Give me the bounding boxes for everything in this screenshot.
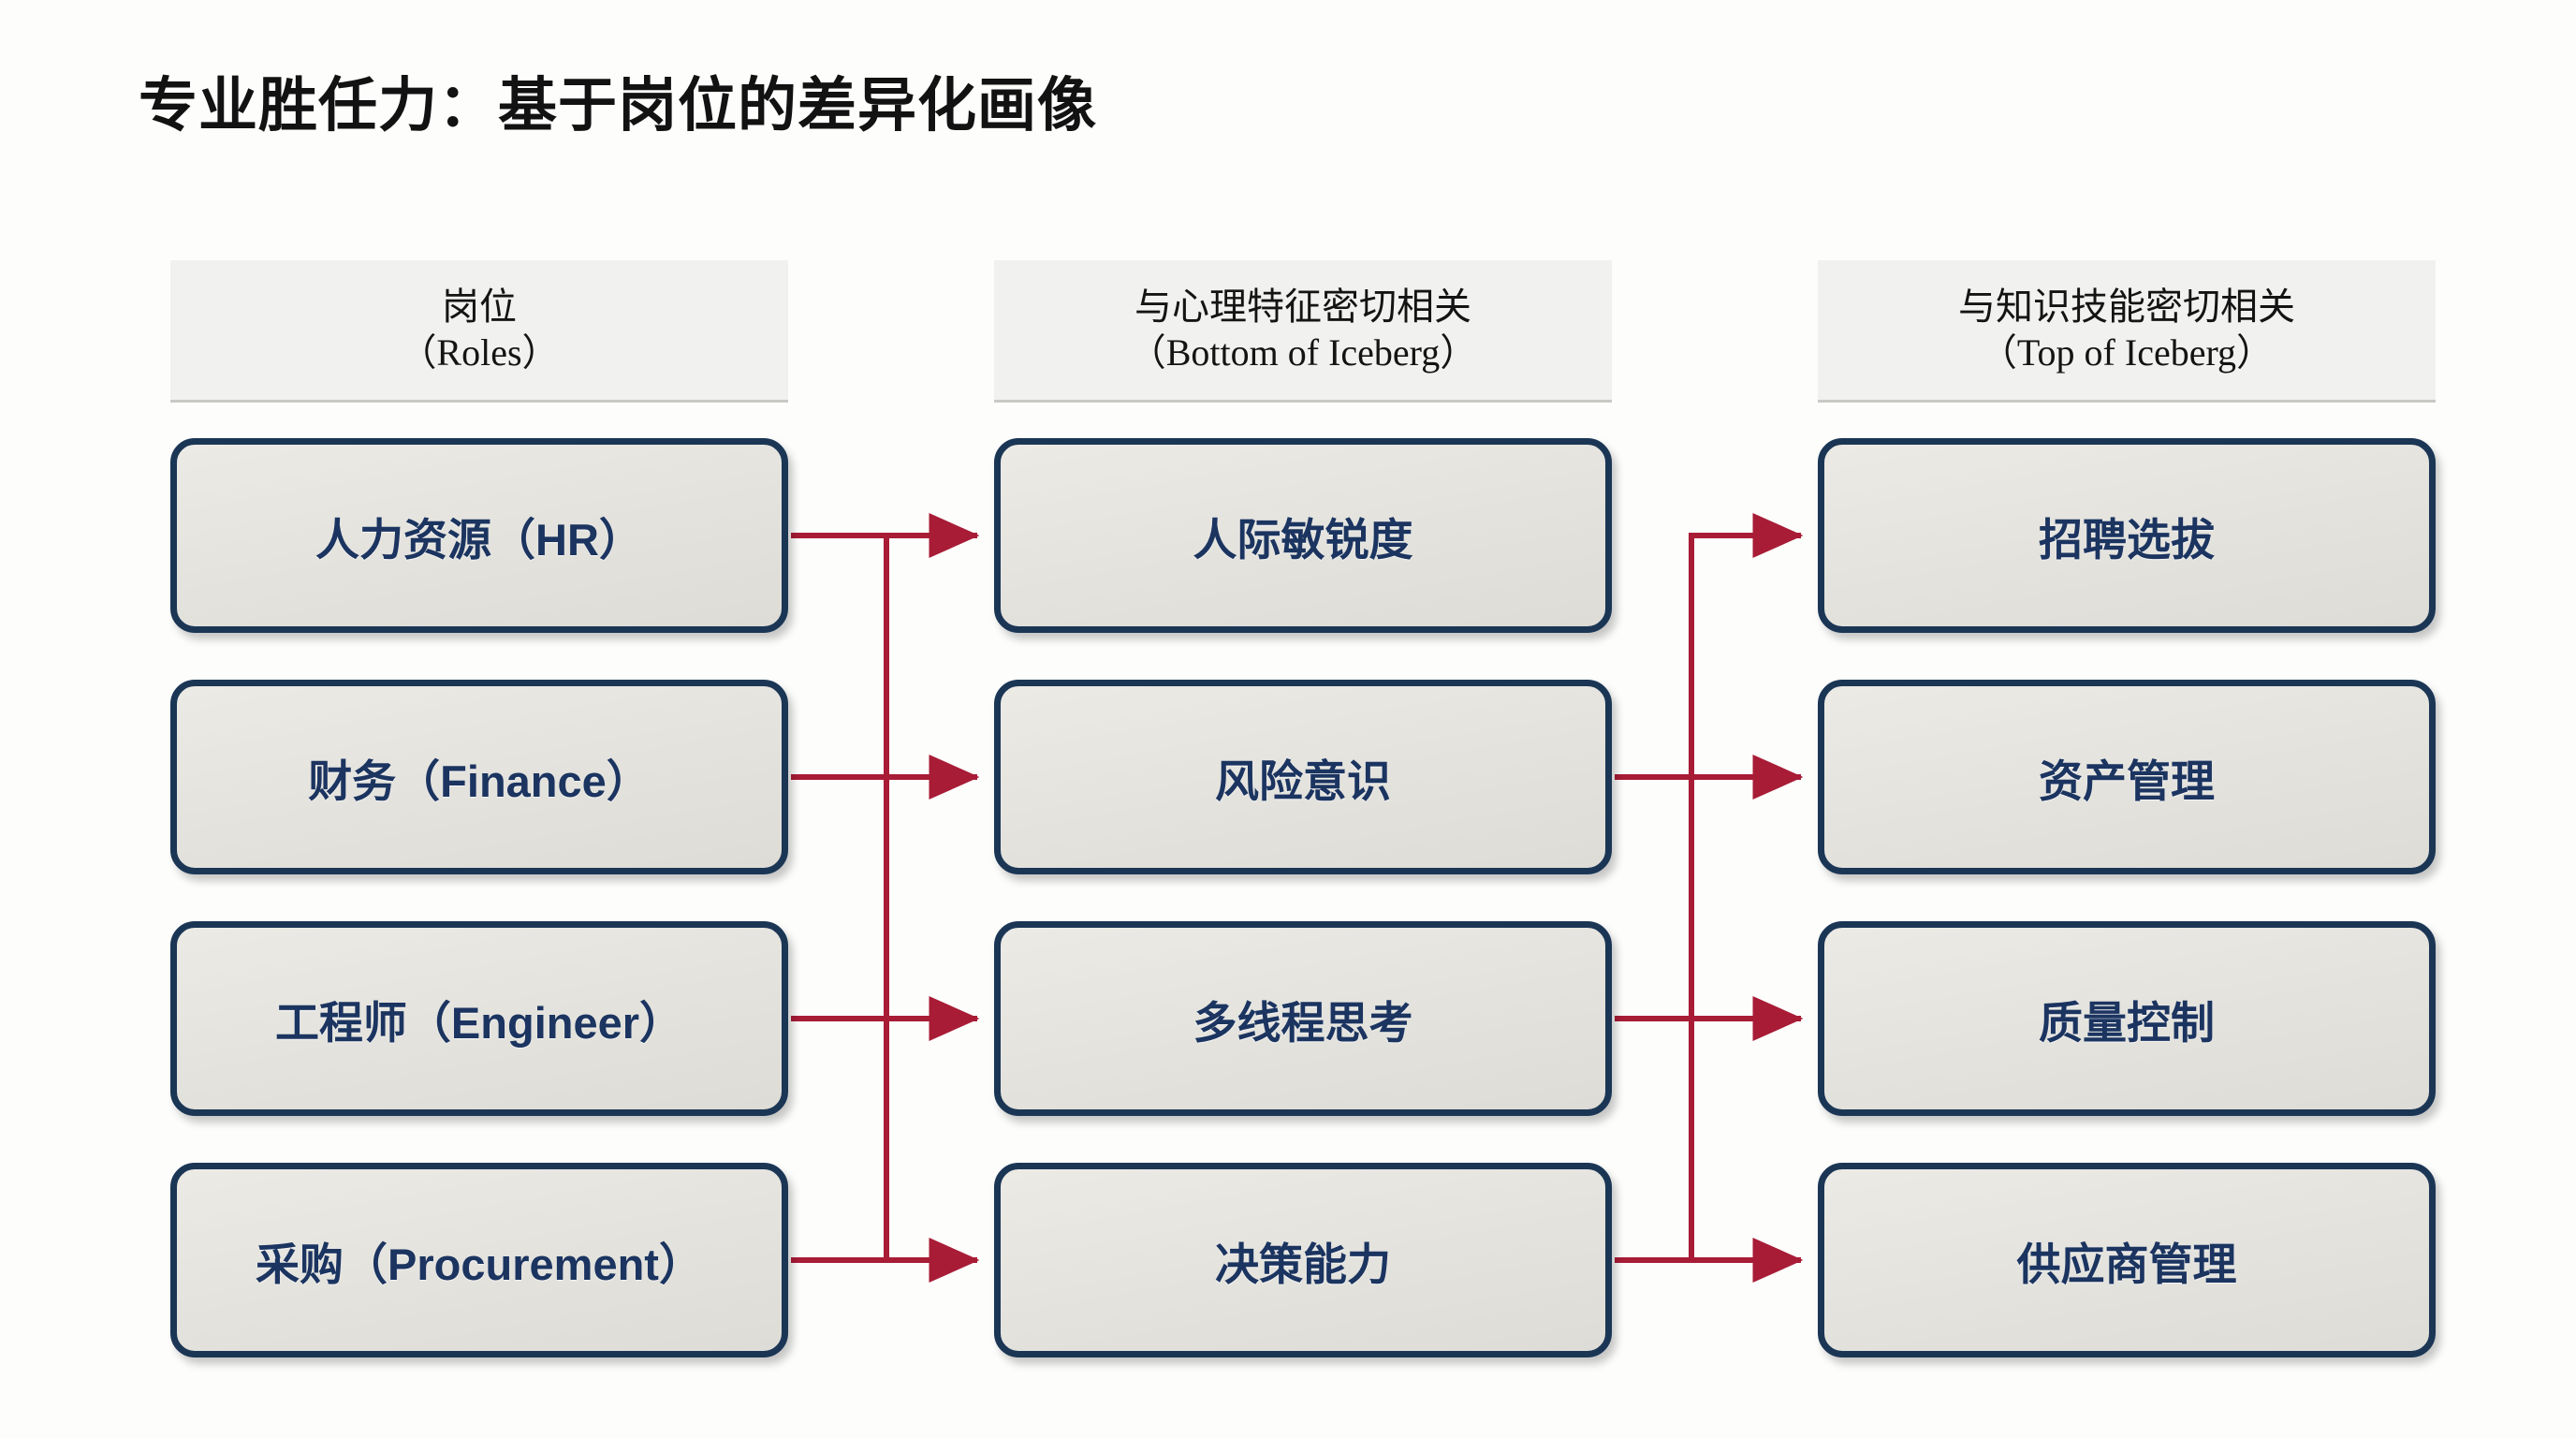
column-header-top-of-iceberg: 与知识技能密切相关 （Top of Iceberg） — [1818, 260, 2436, 403]
column-header-en: （Roles） — [399, 330, 560, 374]
node-label: 人力资源（HR） — [315, 514, 643, 565]
node-role-engineer[interactable]: 工程师（Engineer） — [170, 921, 788, 1116]
column-header-cn: 与知识技能密切相关 — [1958, 285, 2295, 328]
node-skill-supplier-management[interactable]: 供应商管理 — [1818, 1163, 2436, 1357]
page-title: 专业胜任力：基于岗位的差异化画像 — [139, 73, 1097, 139]
node-skill-quality-control[interactable]: 质量控制 — [1818, 921, 2436, 1116]
column-header-bottom-of-iceberg: 与心理特征密切相关 （Bottom of Iceberg） — [994, 260, 1612, 403]
node-skill-asset-management[interactable]: 资产管理 — [1818, 680, 2436, 874]
node-role-hr[interactable]: 人力资源（HR） — [170, 438, 788, 633]
node-trait-interpersonal-acuity[interactable]: 人际敏锐度 — [994, 438, 1612, 633]
node-skill-recruitment-selection[interactable]: 招聘选拔 — [1818, 438, 2436, 633]
node-trait-risk-awareness[interactable]: 风险意识 — [994, 680, 1612, 874]
node-label: 供应商管理 — [2016, 1239, 2237, 1289]
node-label: 质量控制 — [2039, 997, 2215, 1048]
column-header-roles: 岗位 （Roles） — [170, 260, 788, 403]
column-header-en: （Bottom of Iceberg） — [1128, 330, 1478, 374]
node-label: 资产管理 — [2039, 756, 2215, 806]
column-header-en: （Top of Iceberg） — [1979, 330, 2275, 374]
node-label: 多线程思考 — [1193, 997, 1413, 1048]
node-label: 风险意识 — [1215, 756, 1391, 806]
node-label: 决策能力 — [1215, 1239, 1391, 1289]
column-header-cn: 岗位 — [442, 285, 517, 328]
node-role-finance[interactable]: 财务（Finance） — [170, 680, 788, 874]
column-header-cn: 与心理特征密切相关 — [1134, 285, 1471, 328]
node-label: 人际敏锐度 — [1193, 514, 1413, 565]
node-label: 财务（Finance） — [308, 756, 651, 806]
node-label: 采购（Procurement） — [256, 1239, 703, 1289]
node-label: 工程师（Engineer） — [274, 997, 684, 1048]
node-trait-decision-making[interactable]: 决策能力 — [994, 1163, 1612, 1357]
node-role-procurement[interactable]: 采购（Procurement） — [170, 1163, 788, 1357]
node-label: 招聘选拔 — [2039, 514, 2215, 565]
node-trait-multithread-thinking[interactable]: 多线程思考 — [994, 921, 1612, 1116]
